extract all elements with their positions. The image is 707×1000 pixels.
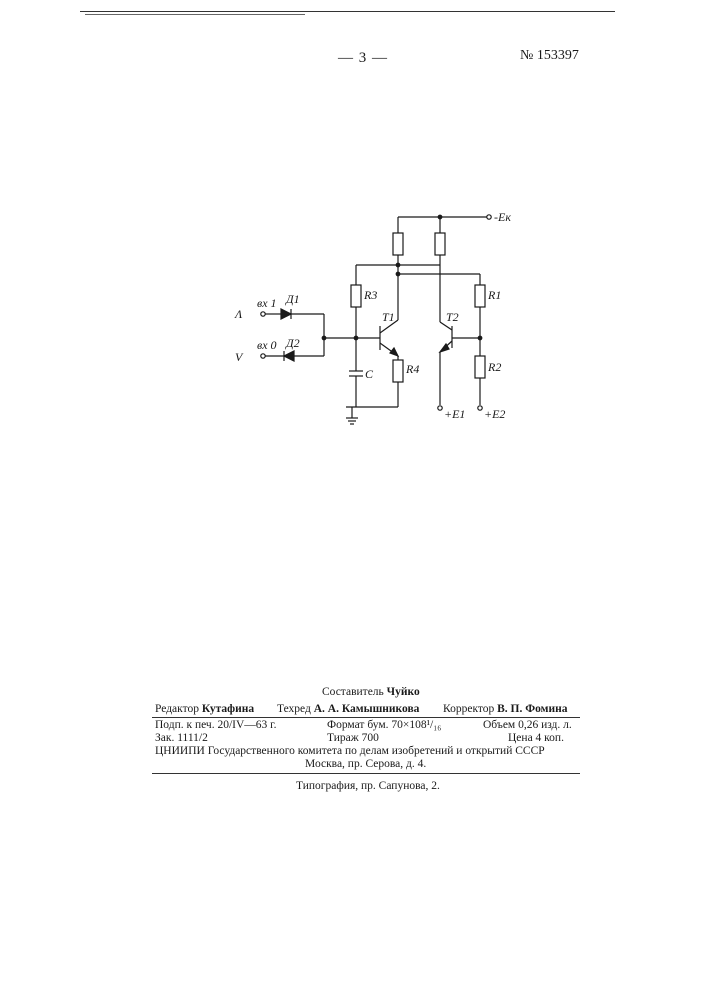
label-r1: R1 [487,288,501,302]
resistor-r3 [351,285,361,307]
label-t1: T1 [382,310,395,324]
diode-d2 [284,351,294,361]
printer: Типография, пр. Сапунова, 2. [296,780,440,792]
resistor-left-top [393,233,403,255]
print-volume: Объем 0,26 изд. л. [483,719,572,731]
label-d2: Д2 [285,336,300,350]
institute: ЦНИИПИ Государственного комитета по дела… [155,745,545,757]
imprint-rule-bottom [152,773,580,774]
label-supply-e2: +E2 [484,407,505,421]
label-c: C [365,367,374,381]
resistor-r1 [475,285,485,307]
label-r2: R2 [487,360,501,374]
circulation: Тираж 700 [327,732,379,744]
resistor-r2 [475,356,485,378]
diode-d1 [281,309,291,319]
order-number: Зак. 1111/2 [155,732,208,744]
label-input1-signal: Λ [234,307,243,321]
price: Цена 4 коп. [508,732,564,744]
imprint-rule-top [152,717,580,718]
label-supply-ek: -Eк [494,210,511,224]
corrector-line: Корректор В. П. Фомина [443,703,568,715]
label-r3: R3 [363,288,377,302]
label-supply-e1: +E1 [444,407,465,421]
editor-line: Редактор Кутафина [155,703,254,715]
resistor-r4 [393,360,403,382]
paper-format: Формат бум. 70×108¹/₁₆ [327,719,441,731]
label-t2: T2 [446,310,459,324]
label-input0-signal: V [235,350,244,364]
techred-line: Техред А. А. Камышникова [277,703,419,715]
signed-date: Подп. к печ. 20/IV—63 г. [155,719,276,731]
resistor-right-top [435,233,445,255]
label-d1: Д1 [285,292,300,306]
label-input1: вх 1 [257,296,277,310]
label-r4: R4 [405,362,419,376]
institute-address: Москва, пр. Серова, д. 4. [305,758,426,770]
label-input0: вх 0 [257,338,277,352]
compiler-line: Составитель Чуйко [322,686,420,698]
